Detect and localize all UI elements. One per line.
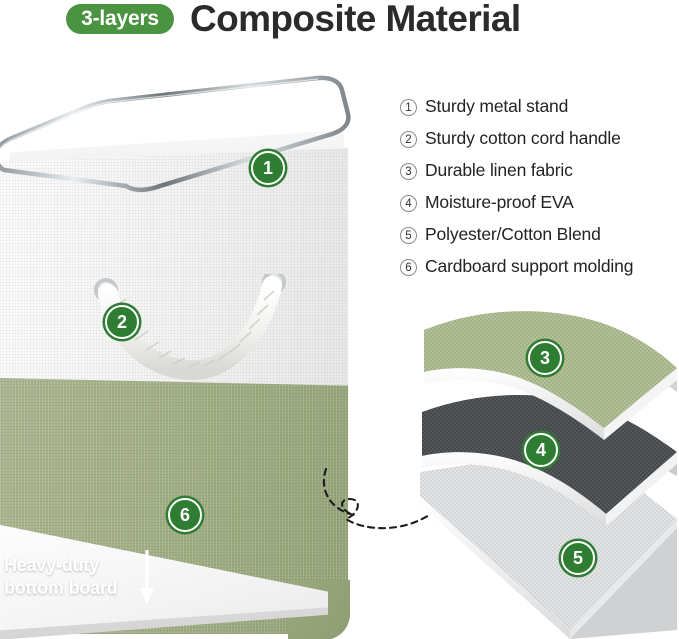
callout-badge-1: 1 xyxy=(251,151,285,185)
list-item-number: 2 xyxy=(400,131,417,148)
list-item-number: 1 xyxy=(400,99,417,116)
list-item-number: 3 xyxy=(400,163,417,180)
list-item-label: Sturdy metal stand xyxy=(425,96,569,116)
bottom-board-label-line1: Heavy-duty xyxy=(4,555,100,575)
list-item-number: 6 xyxy=(400,259,417,276)
list-item: 5 Polyester/Cotton Blend xyxy=(400,224,679,256)
list-item: 2 Sturdy cotton cord handle xyxy=(400,128,679,160)
list-item: 3 Durable linen fabric xyxy=(400,160,679,192)
list-item-number: 4 xyxy=(400,195,417,212)
basket-white-fabric xyxy=(0,148,348,388)
callout-badge-3: 3 xyxy=(528,341,562,375)
page-title: Composite Material xyxy=(190,0,521,39)
callout-badge-6: 6 xyxy=(168,498,202,532)
callout-badge-5: 5 xyxy=(561,541,595,575)
callout-badge-2: 2 xyxy=(105,305,139,339)
list-item-label: Polyester/Cotton Blend xyxy=(425,224,601,244)
list-item-label: Moisture-proof EVA xyxy=(425,192,574,212)
layers-badge: 3-layers xyxy=(66,4,174,34)
header: 3-layers Composite Material xyxy=(0,0,679,52)
metal-stand-rim-icon xyxy=(0,75,351,192)
list-item: 1 Sturdy metal stand xyxy=(400,96,679,128)
list-item-number: 5 xyxy=(400,227,417,244)
callout-badge-4: 4 xyxy=(524,433,558,467)
list-item-label: Sturdy cotton cord handle xyxy=(425,128,621,148)
feature-list: 1 Sturdy metal stand 2 Sturdy cotton cor… xyxy=(400,96,679,288)
list-item-label: Durable linen fabric xyxy=(425,160,573,180)
bottom-board-label-line2: bottom board xyxy=(4,578,118,598)
list-item: 4 Moisture-proof EVA xyxy=(400,192,679,224)
list-item: 6 Cardboard support molding xyxy=(400,256,679,288)
list-item-label: Cardboard support molding xyxy=(425,256,634,276)
product-basket-illustration: Heavy-duty bottom board xyxy=(0,60,368,639)
down-arrow-icon xyxy=(140,550,154,604)
bottom-board-label: Heavy-duty bottom board xyxy=(4,554,118,600)
